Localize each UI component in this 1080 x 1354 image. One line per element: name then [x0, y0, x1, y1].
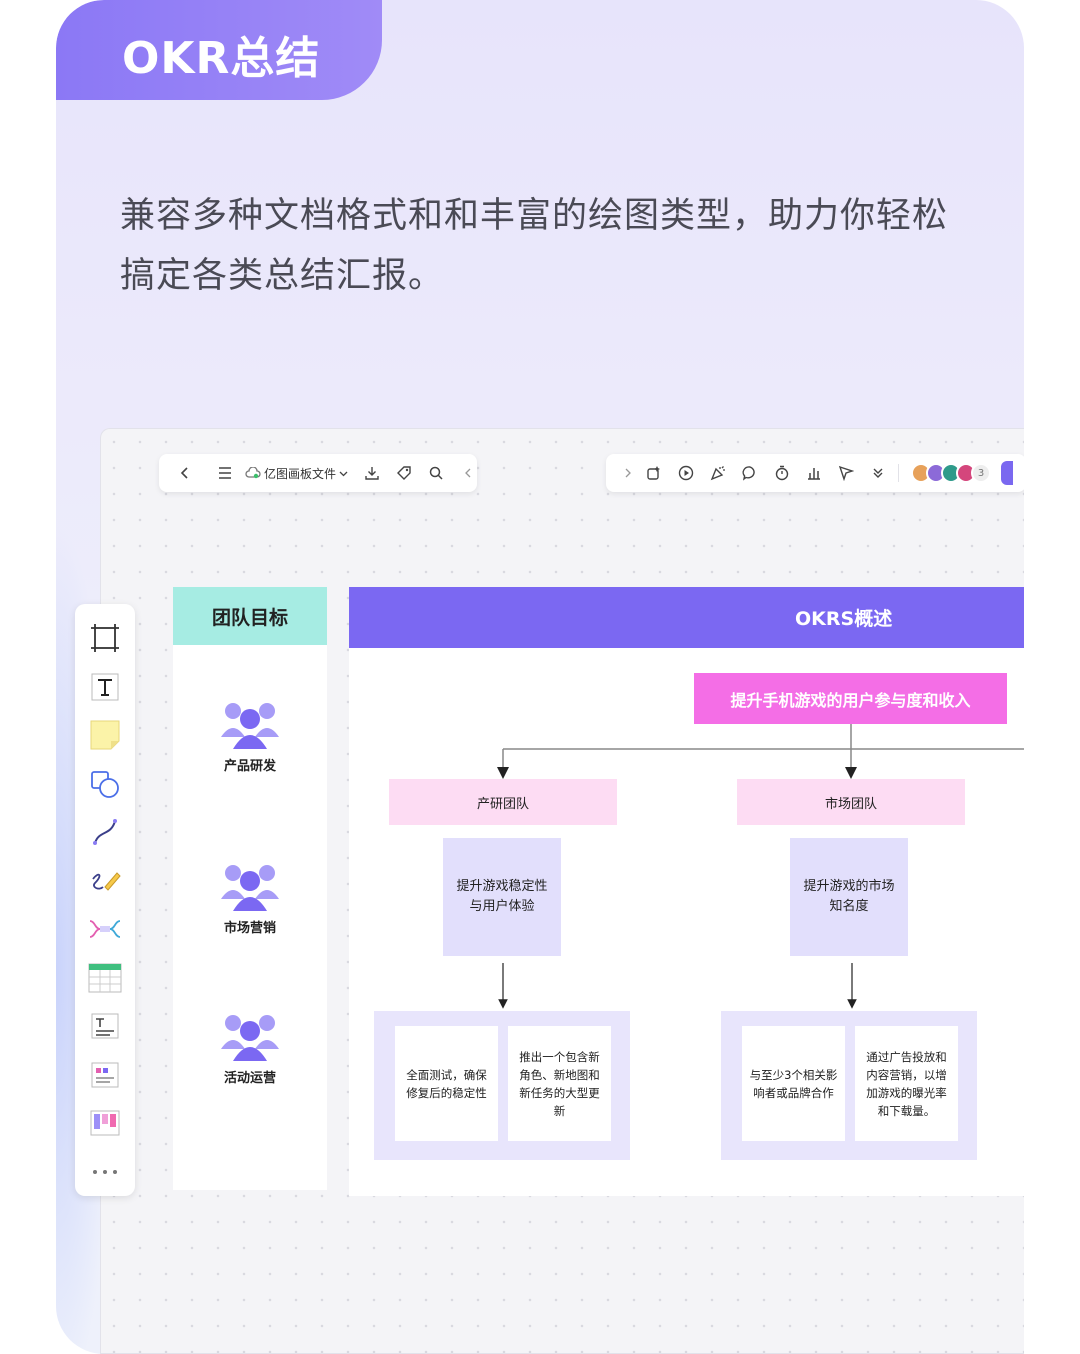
top-toolbar-right: 3 — [606, 454, 1024, 492]
sticky-note-icon[interactable] — [83, 711, 127, 760]
expand-chevron-icon[interactable] — [618, 458, 638, 488]
team-node[interactable]: 市场团队 — [737, 779, 965, 825]
badge-title: OKR总结 — [122, 33, 321, 84]
connector-lines — [497, 724, 1024, 1009]
list-card-icon[interactable] — [83, 1051, 127, 1100]
main-goal-node[interactable]: 提升手机游戏的用户参与度和收入 — [694, 673, 1007, 724]
shape-icon[interactable] — [83, 760, 127, 809]
team-item[interactable]: 市场营销 — [173, 861, 327, 936]
frame-icon[interactable] — [83, 614, 127, 663]
okrs-overview-column[interactable]: OKRS概述 提升手机游戏的用户参与度和收入 产研团队 市场团队 提升游戏稳定性… — [349, 587, 1024, 1196]
team-node[interactable]: 产研团队 — [389, 779, 617, 825]
key-results-group[interactable]: 全面测试，确保修复后的稳定性 推出一个包含新角色、新地图和新任务的大型更新 — [374, 1011, 630, 1160]
objective-node[interactable]: 提升游戏的市场知名度 — [790, 838, 908, 956]
table-icon[interactable] — [83, 954, 127, 1003]
pen-icon[interactable] — [83, 857, 127, 906]
collaborator-avatars[interactable]: 3 — [911, 463, 991, 483]
objective-node[interactable]: 提升游戏稳定性与用户体验 — [443, 838, 561, 956]
team-name: 活动运营 — [223, 1071, 276, 1086]
key-result-card[interactable]: 通过广告投放和内容营销，以增加游戏的曝光率和下载量。 — [855, 1026, 958, 1141]
people-icon — [221, 1015, 279, 1061]
avatar-extra-count: 3 — [971, 463, 991, 483]
text-icon[interactable] — [83, 663, 127, 712]
team-goals-header: 团队目标 — [173, 587, 327, 645]
chevron-left-icon[interactable] — [169, 458, 201, 488]
key-result-card[interactable]: 全面测试，确保修复后的稳定性 — [395, 1026, 498, 1141]
team-item[interactable]: 活动运营 — [173, 1011, 327, 1086]
people-icon — [221, 865, 279, 911]
mindmap-icon[interactable] — [83, 905, 127, 954]
okrs-overview-header: OKRS概述 — [349, 587, 1024, 648]
team-name: 市场营销 — [223, 921, 276, 936]
ai-assistant-icon[interactable] — [638, 458, 670, 488]
people-icon — [221, 703, 279, 749]
menu-icon[interactable] — [209, 458, 241, 488]
top-toolbar-left: 亿图画板文件 — [159, 454, 477, 492]
collapse-chevron-icon[interactable] — [452, 458, 484, 488]
divider — [898, 464, 899, 482]
team-goals-column[interactable]: 团队目标 产品研发 市场营销 活动运营 — [173, 587, 327, 1190]
connector-icon[interactable] — [83, 808, 127, 857]
download-icon[interactable] — [356, 458, 388, 488]
text-card-icon[interactable] — [83, 1002, 127, 1051]
chevron-double-down-icon[interactable] — [862, 458, 894, 488]
key-results-group[interactable]: 与至少3个相关影响者或品牌合作 通过广告投放和内容营销，以增加游戏的曝光率和下载… — [721, 1011, 977, 1160]
file-name-button[interactable]: 亿图画板文件 — [245, 465, 348, 482]
chevron-down-icon — [339, 471, 348, 476]
team-name: 产品研发 — [223, 759, 276, 774]
whiteboard-canvas[interactable]: 亿图画板文件 — [100, 428, 1024, 1354]
left-tool-panel — [75, 604, 135, 1196]
timer-icon[interactable] — [766, 458, 798, 488]
vote-chart-icon[interactable] — [798, 458, 830, 488]
tag-icon[interactable] — [388, 458, 420, 488]
key-result-card[interactable]: 与至少3个相关影响者或品牌合作 — [742, 1026, 845, 1141]
title-badge: OKR总结 — [56, 0, 382, 100]
cloud-icon — [245, 467, 261, 479]
subtitle: 兼容多种文档格式和和丰富的绘图类型，助力你轻松搞定各类总结汇报。 — [120, 196, 949, 296]
file-name-label: 亿图画板文件 — [264, 466, 337, 481]
share-button[interactable] — [1001, 461, 1013, 485]
more-icon[interactable] — [83, 1148, 127, 1197]
kanban-icon[interactable] — [83, 1099, 127, 1148]
search-icon[interactable] — [420, 458, 452, 488]
team-item[interactable]: 产品研发 — [173, 699, 327, 774]
comment-icon[interactable] — [734, 458, 766, 488]
key-result-card[interactable]: 推出一个包含新角色、新地图和新任务的大型更新 — [508, 1026, 611, 1141]
cursor-flag-icon[interactable] — [830, 458, 862, 488]
celebrate-icon[interactable] — [702, 458, 734, 488]
play-icon[interactable] — [670, 458, 702, 488]
